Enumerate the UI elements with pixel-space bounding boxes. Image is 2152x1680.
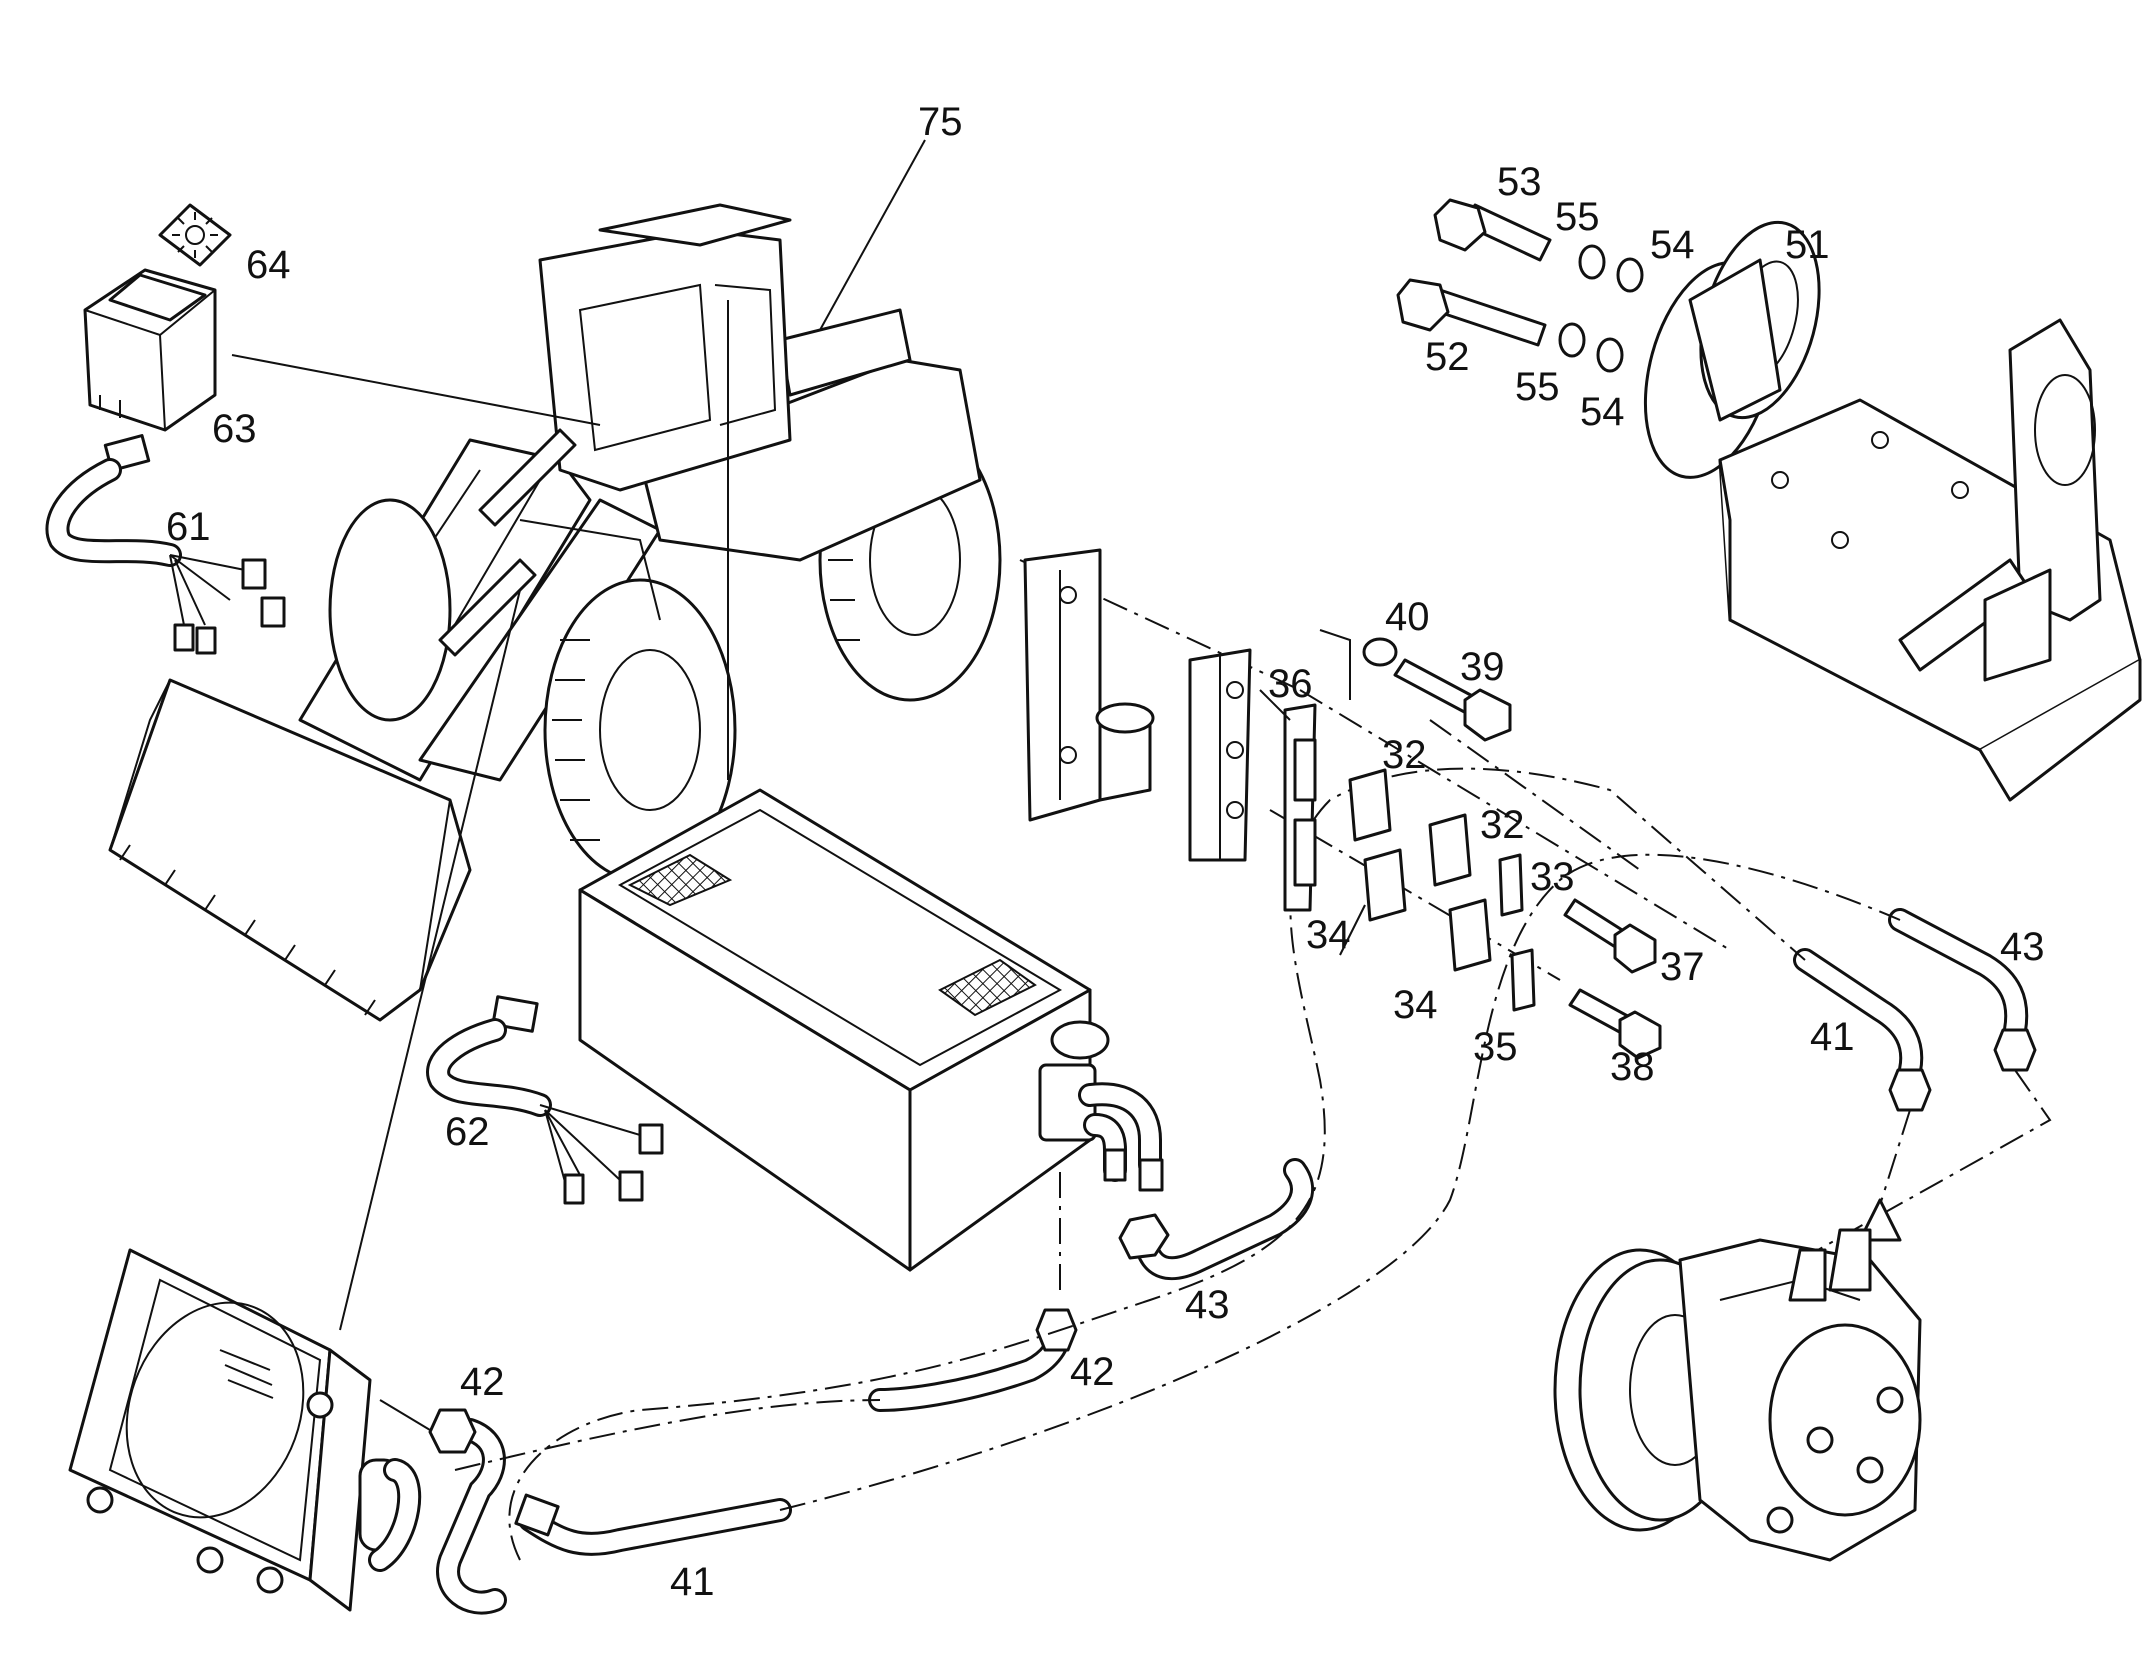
callout-53: 53 [1497, 160, 1542, 204]
callout-34-lower: 34 [1393, 983, 1438, 1027]
callout-41-lower: 41 [670, 1560, 715, 1604]
condenser-unit [68, 1248, 422, 1612]
tensioner-assembly [1396, 198, 2142, 802]
callout-52: 52 [1425, 335, 1470, 379]
callout-37: 37 [1660, 945, 1705, 989]
callout-38: 38 [1610, 1045, 1655, 1089]
callout-41-upper: 41 [1810, 1015, 1855, 1059]
compressor [1553, 1198, 1922, 1562]
callout-42-upper: 42 [1070, 1350, 1115, 1394]
callout-36: 36 [1268, 662, 1313, 706]
mounting-plate [1023, 548, 1155, 822]
callout-61: 61 [166, 505, 211, 549]
hose-42-lower [428, 1408, 507, 1615]
callout-54-lower: 54 [1580, 390, 1625, 434]
callout-labels: 75 64 63 61 62 53 55 54 51 52 55 54 40 3… [166, 100, 2045, 1604]
hose-41-lower [514, 1493, 792, 1556]
hose-42-upper [868, 1308, 1078, 1412]
callout-43-lower: 43 [1185, 1283, 1230, 1327]
callout-43-upper: 43 [2000, 925, 2045, 969]
callout-75: 75 [918, 100, 963, 144]
hose-43-lower [1118, 1158, 1314, 1281]
callout-35: 35 [1473, 1025, 1518, 1069]
clamp-blocks [1348, 768, 1536, 1012]
evaporator-unit [578, 788, 1164, 1272]
callout-33: 33 [1530, 855, 1575, 899]
callout-42-lower: 42 [460, 1360, 505, 1404]
callout-39: 39 [1460, 645, 1505, 689]
cable-harness-62 [426, 995, 664, 1205]
callout-54-upper: 54 [1650, 223, 1695, 267]
callout-51: 51 [1785, 223, 1830, 267]
callout-55-upper: 55 [1555, 195, 1600, 239]
callout-63: 63 [212, 407, 257, 451]
callout-64: 64 [246, 243, 291, 287]
callout-32-upper: 32 [1382, 733, 1427, 777]
fan-switch-63 [83, 268, 217, 432]
cable-harness-61 [45, 434, 286, 655]
clamp-rail [1188, 648, 1252, 862]
callout-62: 62 [445, 1110, 490, 1154]
callout-34-upper: 34 [1306, 913, 1351, 957]
hose-43-upper [1888, 908, 2037, 1072]
hose-41-upper [1793, 948, 1932, 1112]
clamp-strip-36 [1283, 703, 1317, 912]
callout-40: 40 [1385, 595, 1430, 639]
fan-symbol-icon [158, 203, 232, 267]
callout-32-lower: 32 [1480, 803, 1525, 847]
callout-55-lower: 55 [1515, 365, 1560, 409]
bolts [1362, 637, 1662, 1060]
